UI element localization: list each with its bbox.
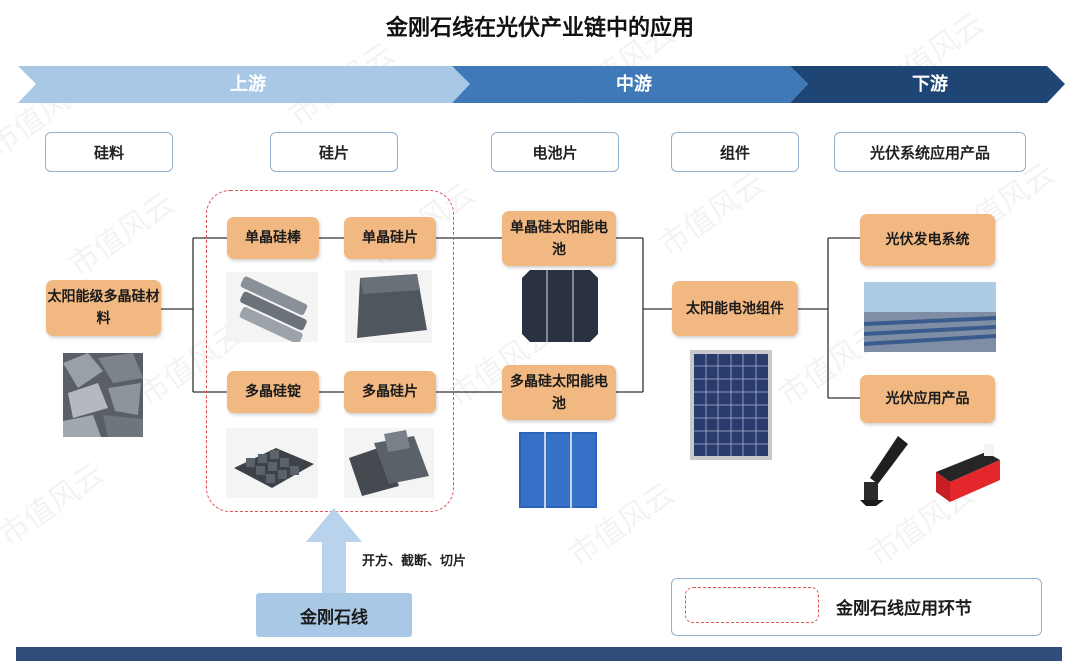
polysilicon-chunks-image bbox=[63, 353, 143, 437]
mono-cell-image bbox=[522, 270, 598, 342]
category-cell: 电池片 bbox=[491, 132, 619, 172]
category-wafer: 硅片 bbox=[270, 132, 398, 172]
node-multi-wafer: 多晶硅片 bbox=[344, 371, 436, 413]
node-module: 太阳能电池组件 bbox=[672, 281, 798, 336]
category-pv-products: 光伏系统应用产品 bbox=[834, 132, 1026, 172]
midstream-arrow bbox=[452, 66, 808, 103]
node-mono-ingot: 单晶硅棒 bbox=[227, 217, 319, 259]
solar-module-image bbox=[690, 350, 772, 460]
category-silicon-material: 硅料 bbox=[45, 132, 173, 172]
solar-power-bank-image bbox=[936, 444, 1000, 502]
node-pv-system: 光伏发电系统 bbox=[860, 214, 995, 266]
multi-cell-image bbox=[519, 432, 597, 508]
stage-midstream-label: 中游 bbox=[616, 74, 652, 95]
upstream-arrow bbox=[18, 66, 470, 103]
node-mono-wafer: 单晶硅片 bbox=[344, 217, 436, 259]
node-multi-ingot: 多晶硅锭 bbox=[227, 371, 319, 413]
up-arrow bbox=[306, 508, 362, 594]
legend-label: 金刚石线应用环节 bbox=[836, 599, 972, 619]
mono-wafer-image bbox=[345, 270, 432, 343]
stage-downstream-label: 下游 bbox=[912, 74, 948, 95]
bottom-bar bbox=[16, 647, 1062, 661]
node-polysilicon-material: 太阳能级多晶硅材料 bbox=[46, 280, 161, 336]
multi-ingot-image bbox=[226, 428, 318, 498]
downstream-arrow bbox=[790, 66, 1065, 103]
solar-flashlight-image bbox=[860, 436, 908, 506]
stage-arrow-banner bbox=[18, 66, 1065, 103]
diagram-title: 金刚石线在光伏产业链中的应用 bbox=[385, 16, 694, 41]
multi-wafer-image bbox=[344, 428, 434, 498]
node-pv-products: 光伏应用产品 bbox=[860, 375, 995, 423]
node-mono-cell: 单晶硅太阳能电池 bbox=[502, 211, 616, 266]
solar-farm-image bbox=[864, 282, 996, 352]
category-module: 组件 bbox=[671, 132, 799, 172]
diamond-wire-box: 金刚石线 bbox=[256, 593, 412, 637]
legend-dashed-swatch bbox=[685, 587, 819, 623]
node-multi-cell: 多晶硅太阳能电池 bbox=[502, 365, 616, 420]
mono-ingot-image bbox=[226, 272, 318, 342]
legend-box bbox=[671, 578, 1042, 636]
diamond-wire-application-group bbox=[206, 190, 454, 512]
stage-upstream-label: 上游 bbox=[230, 74, 266, 95]
process-steps-text: 开方、截断、切片 bbox=[362, 554, 467, 569]
